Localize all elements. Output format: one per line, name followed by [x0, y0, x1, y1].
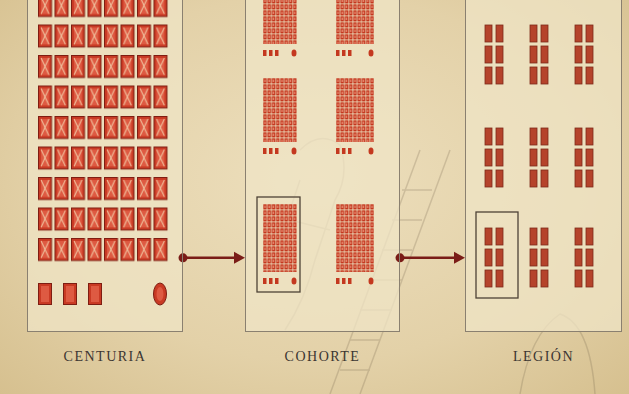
officer-row — [39, 283, 167, 305]
soldier-grid — [38, 0, 170, 268]
century-blocks — [263, 0, 374, 285]
flow-arrow — [179, 252, 246, 264]
formation-panel: COHORTE — [245, 0, 400, 332]
formation-panel: CENTURIA — [27, 0, 183, 332]
formation-panel: LEGIÓN — [465, 0, 622, 332]
flow-arrow — [396, 252, 466, 264]
arrow-dot — [179, 253, 188, 262]
arrow-line — [400, 257, 455, 260]
arrow-head — [454, 252, 465, 264]
formation-label: LEGIÓN — [513, 349, 574, 365]
arrow-line — [183, 257, 235, 260]
cohort-blocks — [485, 25, 593, 287]
caption-holder: CENTURIA — [28, 347, 182, 365]
highlight-frame — [257, 197, 300, 292]
caption-holder: COHORTE — [246, 347, 399, 365]
formation-label: CENTURIA — [64, 349, 147, 365]
panel-ground — [245, 0, 400, 332]
arrow-dot — [396, 253, 405, 262]
arrow-head — [234, 252, 245, 264]
formation-label: COHORTE — [285, 349, 361, 365]
highlight-frame — [476, 212, 518, 298]
caption-holder: LEGIÓN — [466, 347, 621, 365]
panel-ground — [465, 0, 622, 332]
